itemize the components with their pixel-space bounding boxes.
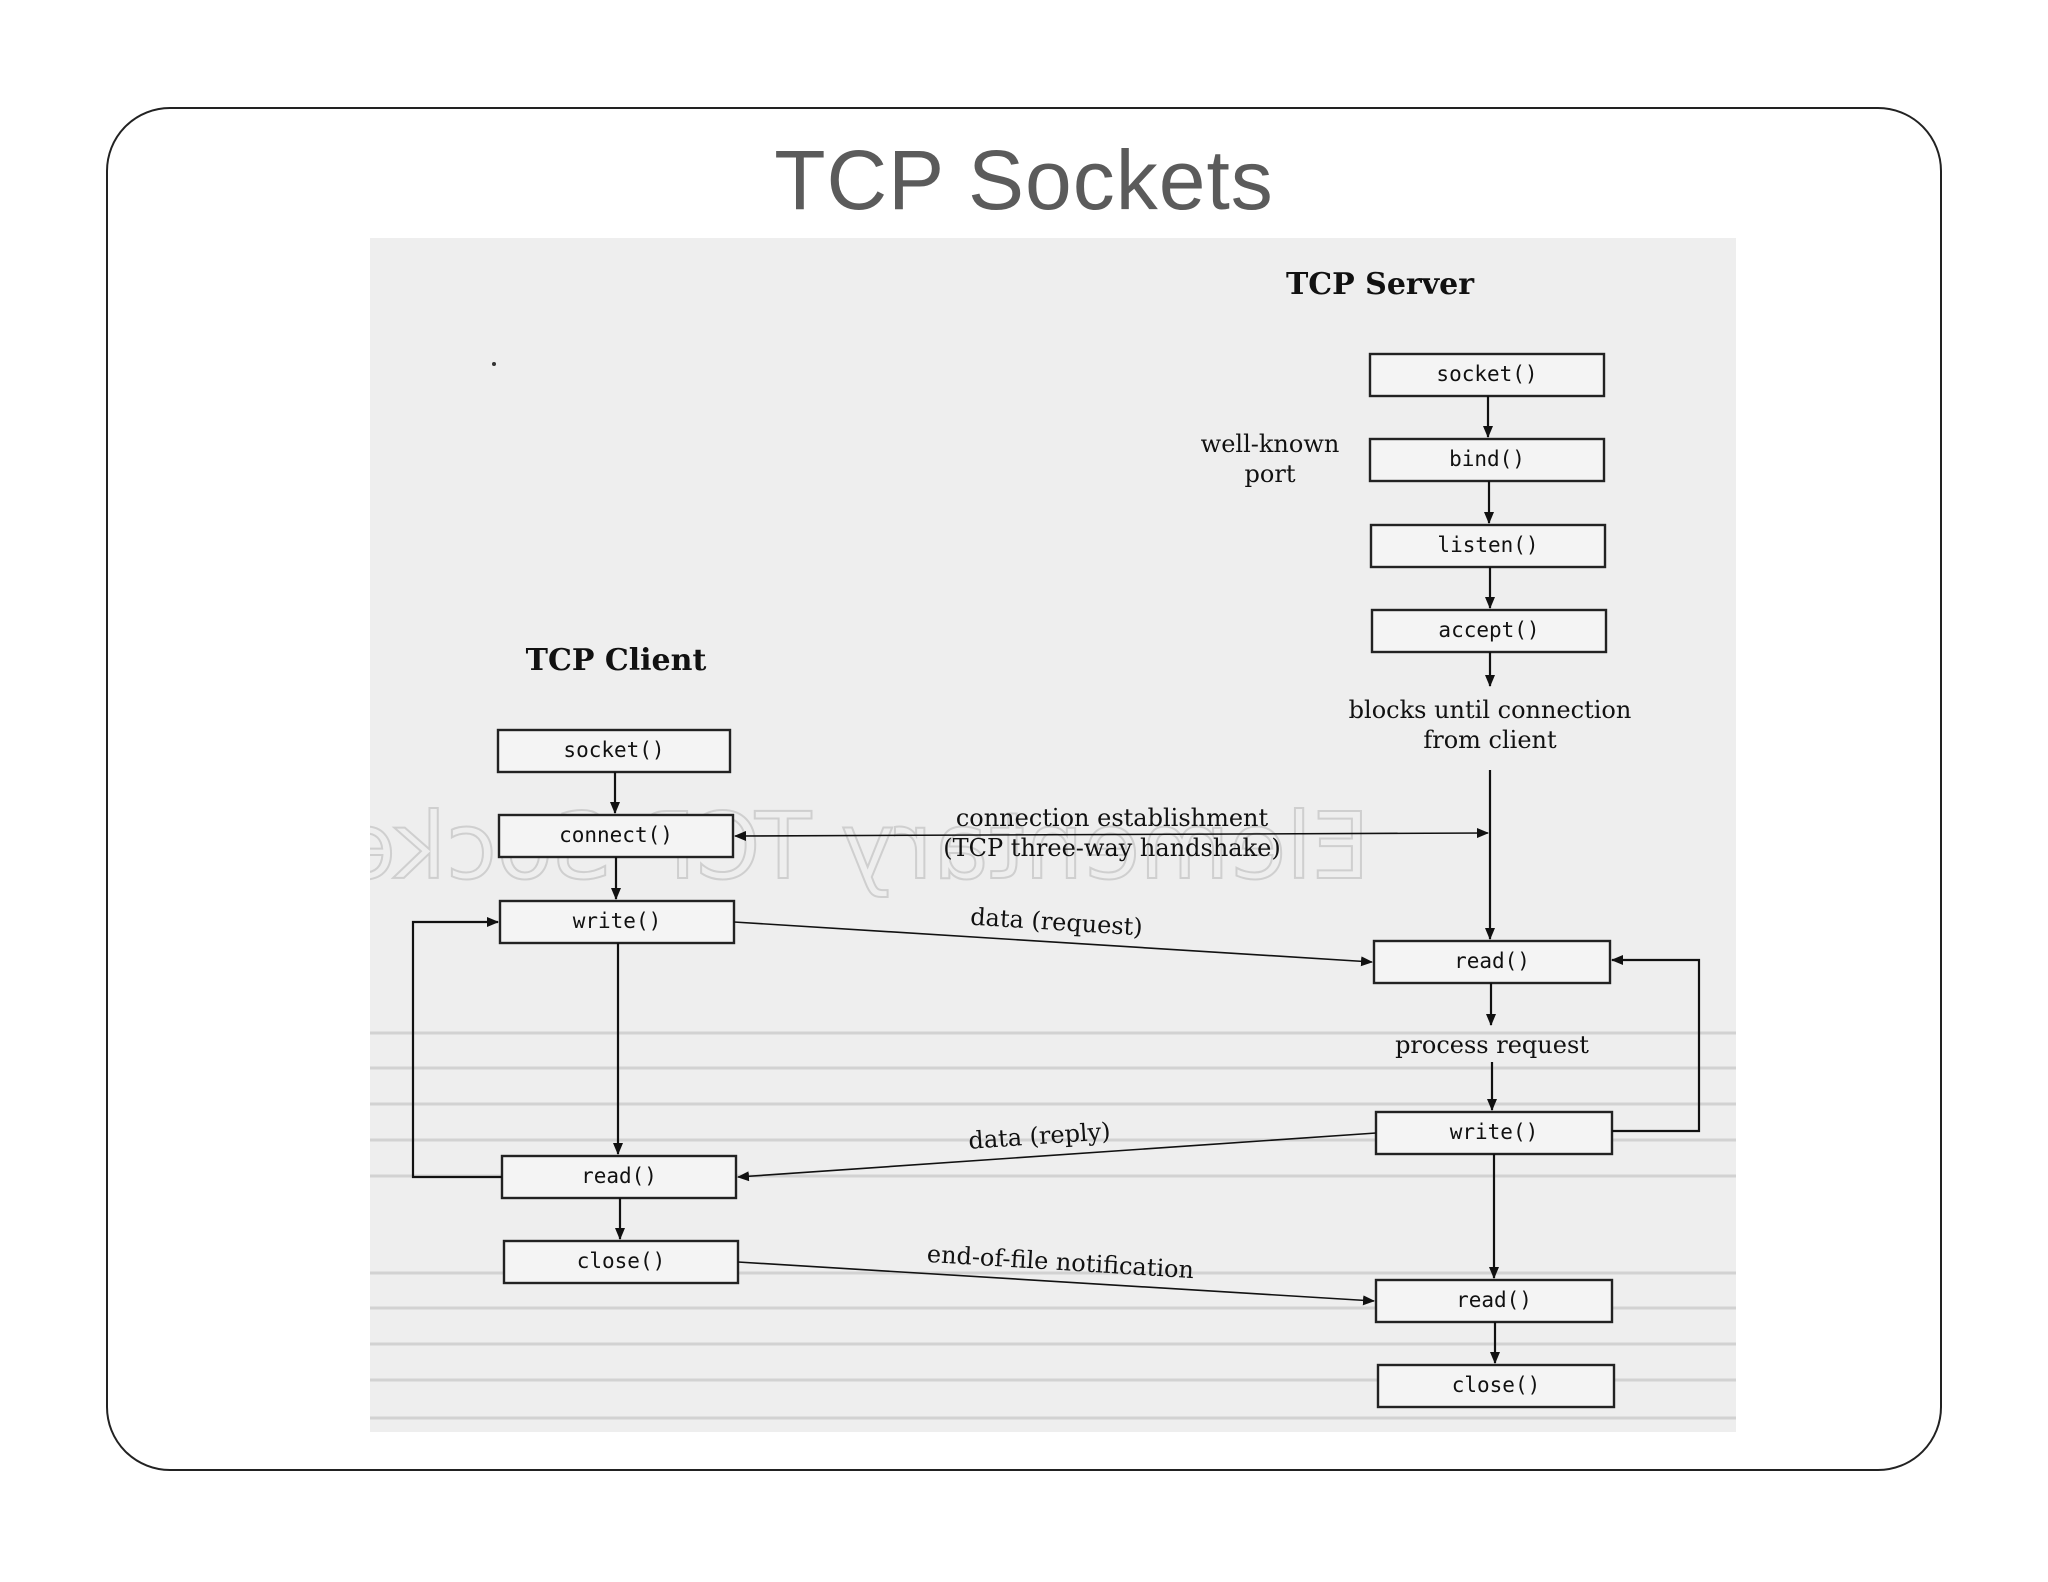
server-write-reply-box: write() xyxy=(1374,1110,1614,1156)
client-flow-arrows xyxy=(411,772,625,1240)
server-listen-box: listen() xyxy=(1369,523,1607,569)
server-heading: TCP Server xyxy=(1286,267,1475,302)
slide-frame xyxy=(106,107,1942,1471)
svg-text:read(): read() xyxy=(581,1164,657,1188)
svg-text:write(): write() xyxy=(573,909,662,933)
svg-text:connect(): connect() xyxy=(559,823,673,847)
server-socket-box: socket() xyxy=(1368,352,1606,398)
data-request-arrow: data (request) xyxy=(733,903,1373,967)
slide-title: TCP Sockets xyxy=(774,133,1274,227)
svg-text:read(): read() xyxy=(1456,1288,1532,1312)
svg-text:socket(): socket() xyxy=(1436,362,1537,386)
client-connect-box: connect() xyxy=(497,813,735,859)
svg-text:bind(): bind() xyxy=(1449,447,1525,471)
client-socket-box: socket() xyxy=(496,728,732,774)
connection-label-line1: connection establishment xyxy=(956,804,1269,832)
server-read-eof-box: read() xyxy=(1374,1278,1614,1324)
svg-text:socket(): socket() xyxy=(563,738,664,762)
data-reply-label: data (reply) xyxy=(968,1117,1112,1155)
server-accept-box: accept() xyxy=(1370,608,1608,654)
connection-establishment-arrow: connection establishment (TCP three-way … xyxy=(734,804,1489,862)
tcp-socket-flow-diagram: Elementary TCP Sockets TCP Server TCP Cl… xyxy=(370,267,1736,1420)
port-label: port xyxy=(1245,460,1296,488)
well-known-label: well-known xyxy=(1201,430,1340,458)
scanned-diagram: Elementary TCP Sockets TCP Server TCP Cl… xyxy=(370,238,1736,1432)
svg-text:accept(): accept() xyxy=(1438,618,1539,642)
svg-text:close(): close() xyxy=(577,1249,666,1273)
client-write-box: write() xyxy=(498,899,736,945)
client-read-box: read() xyxy=(500,1154,738,1200)
bleed-through-text: Elementary TCP Sockets xyxy=(370,792,1736,1420)
server-flow-arrows xyxy=(1483,396,1701,1364)
eof-notification-arrow: end-of-file notification xyxy=(737,1240,1375,1306)
eof-label: end-of-file notification xyxy=(926,1240,1195,1284)
process-request-label: process request xyxy=(1395,1031,1589,1059)
from-client-label: from client xyxy=(1423,726,1557,754)
speck xyxy=(492,362,496,366)
server-read-request-box: read() xyxy=(1372,939,1612,985)
data-reply-arrow: data (reply) xyxy=(737,1117,1377,1182)
svg-text:listen(): listen() xyxy=(1437,533,1538,557)
svg-text:read(): read() xyxy=(1454,949,1530,973)
client-heading: TCP Client xyxy=(526,643,707,678)
connection-label-line2: (TCP three-way handshake) xyxy=(943,834,1280,862)
data-request-label: data (request) xyxy=(969,903,1143,942)
client-close-box: close() xyxy=(502,1239,740,1285)
svg-text:close(): close() xyxy=(1452,1373,1541,1397)
blocks-until-label: blocks until connection xyxy=(1349,696,1632,724)
server-bind-box: bind() xyxy=(1368,437,1606,483)
server-close-box: close() xyxy=(1376,1363,1616,1409)
svg-text:write(): write() xyxy=(1450,1120,1539,1144)
